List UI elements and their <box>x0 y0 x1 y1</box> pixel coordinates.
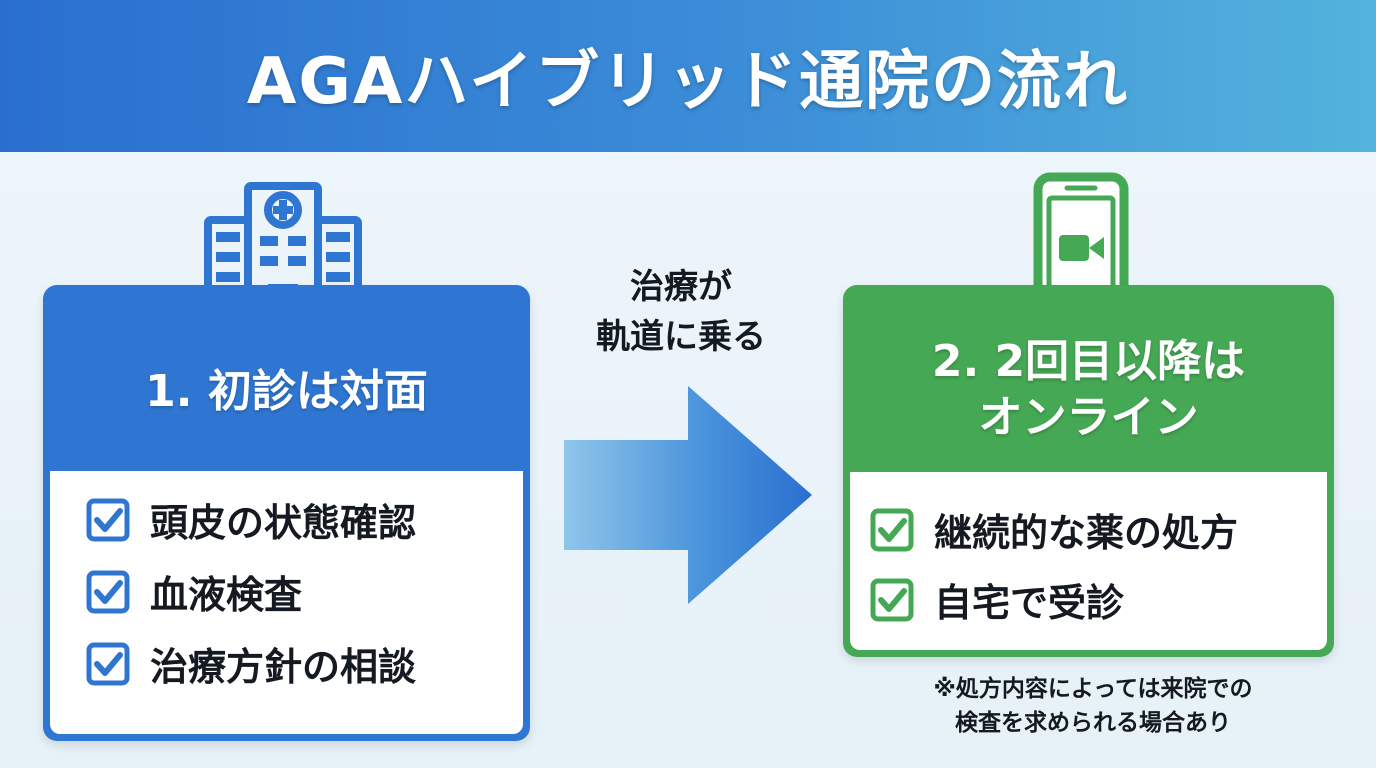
footnote: ※処方内容によっては来院での 検査を求められる場合あり <box>858 672 1328 740</box>
footnote-line1: ※処方内容によっては来院での <box>933 676 1253 702</box>
list-item-label: 継続的な薬の処方 <box>934 511 1239 555</box>
transition-label: 治療が 軌道に乗る <box>566 262 796 362</box>
list-item-label: 血液検査 <box>150 573 303 617</box>
list-item-label: 治療方針の相談 <box>150 645 417 689</box>
initial-visit-title: 1. 初診は対面 <box>145 366 428 417</box>
header-banner: AGAハイブリッド通院の流れ <box>0 0 1376 152</box>
transition-label-line2: 軌道に乗る <box>596 317 766 357</box>
list-item: 治療方針の相談 <box>86 636 416 691</box>
initial-visit-card: 1. 初診は対面 頭皮の状態確認 血液検査 治療方針の相談 <box>43 285 530 741</box>
checkbox-checked-icon <box>86 642 130 685</box>
list-item: 自宅で受診 <box>870 572 1124 627</box>
checkbox-checked-icon <box>870 508 914 551</box>
online-visit-card-header: 2. 2回目以降は オンライン <box>843 285 1334 472</box>
page-title: AGAハイブリッド通院の流れ <box>246 45 1130 119</box>
checkbox-checked-icon <box>86 498 130 541</box>
footnote-line2: 検査を求められる場合あり <box>955 710 1231 736</box>
arrow-right-icon <box>564 386 812 604</box>
online-visit-checklist: 継続的な薬の処方 自宅で受診 <box>850 472 1327 650</box>
list-item-label: 頭皮の状態確認 <box>150 501 417 545</box>
online-visit-card: 2. 2回目以降は オンライン 継続的な薬の処方 自宅で受診 <box>843 285 1334 657</box>
list-item: 継続的な薬の処方 <box>870 502 1238 557</box>
checkbox-checked-icon <box>86 570 130 613</box>
list-item: 血液検査 <box>86 564 302 619</box>
initial-visit-checklist: 頭皮の状態確認 血液検査 治療方針の相談 <box>50 471 523 734</box>
online-visit-title-line2: オンライン <box>978 392 1199 443</box>
list-item-label: 自宅で受診 <box>934 581 1125 625</box>
online-visit-title-line1: 2. 2回目以降は <box>931 336 1246 387</box>
list-item: 頭皮の状態確認 <box>86 492 416 547</box>
checkbox-checked-icon <box>870 578 914 621</box>
transition-label-line1: 治療が <box>630 267 732 307</box>
initial-visit-card-header: 1. 初診は対面 <box>43 285 530 471</box>
